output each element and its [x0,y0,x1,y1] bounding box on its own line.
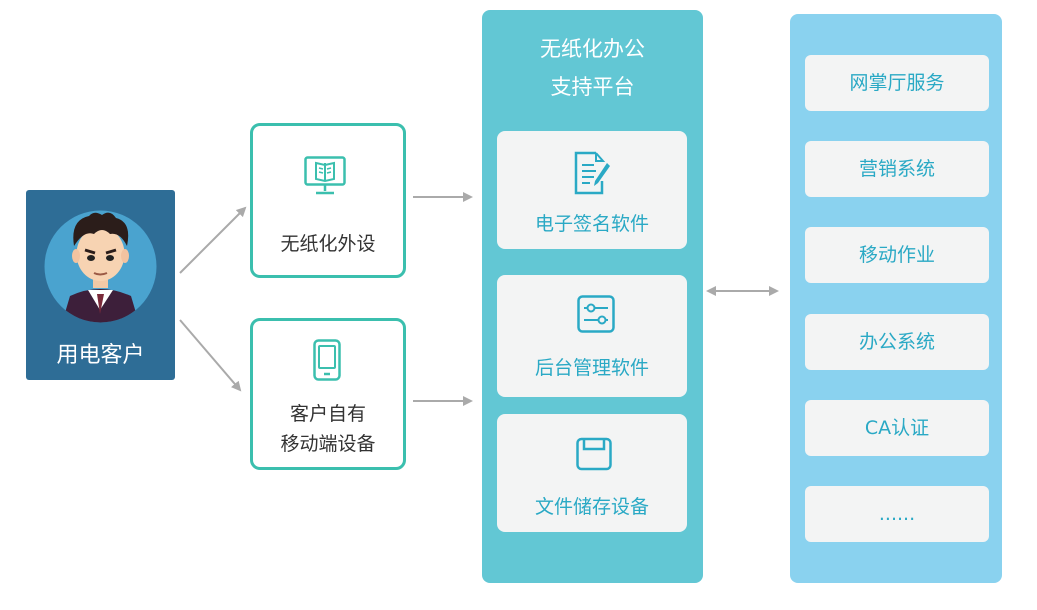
user-label: 用电客户 [56,343,145,368]
sliders-icon [577,295,615,333]
business-item: 网掌厅服务 [805,55,989,111]
arrow-user-to-mobile [179,319,242,392]
user-avatar-icon [44,210,157,323]
storage-tray-icon [576,437,612,471]
device-card-mobile: 客户自有 移动端设备 [250,318,406,470]
business-item: 移动作业 [805,227,989,283]
business-item: CA认证 [805,400,989,456]
software-label: 电子签名软件 [534,213,649,235]
business-item: 办公系统 [805,314,989,370]
device-label-line-1: 客户自有 [289,403,366,425]
tablet-icon [313,339,341,381]
user-card: 用电客户 [26,190,175,380]
device-label: 无纸化外设 [280,233,376,255]
platform-panel: 无纸化办公 支持平台 电子签名软件 后台管理软件 文件储存设备 [482,10,703,583]
arrow-user-to-peripheral [179,206,247,274]
platform-title-line-2: 支持平台 [550,75,635,99]
software-label: 文件储存设备 [534,496,649,518]
software-card-storage: 文件储存设备 [497,414,687,532]
business-item-more: ...... [805,486,989,542]
device-label-line-2: 移动端设备 [280,433,376,455]
business-item: 营销系统 [805,141,989,197]
platform-title-line-1: 无纸化办公 [540,37,645,61]
software-card-esignature: 电子签名软件 [497,131,687,249]
business-systems-panel: 网掌厅服务 营销系统 移动作业 办公系统 CA认证 ...... [790,14,1002,583]
device-card-peripheral: 无纸化外设 [250,123,406,278]
book-monitor-icon [304,156,346,195]
software-card-backend: 后台管理软件 [497,275,687,397]
document-pen-icon [574,151,610,195]
software-label: 后台管理软件 [534,357,649,379]
